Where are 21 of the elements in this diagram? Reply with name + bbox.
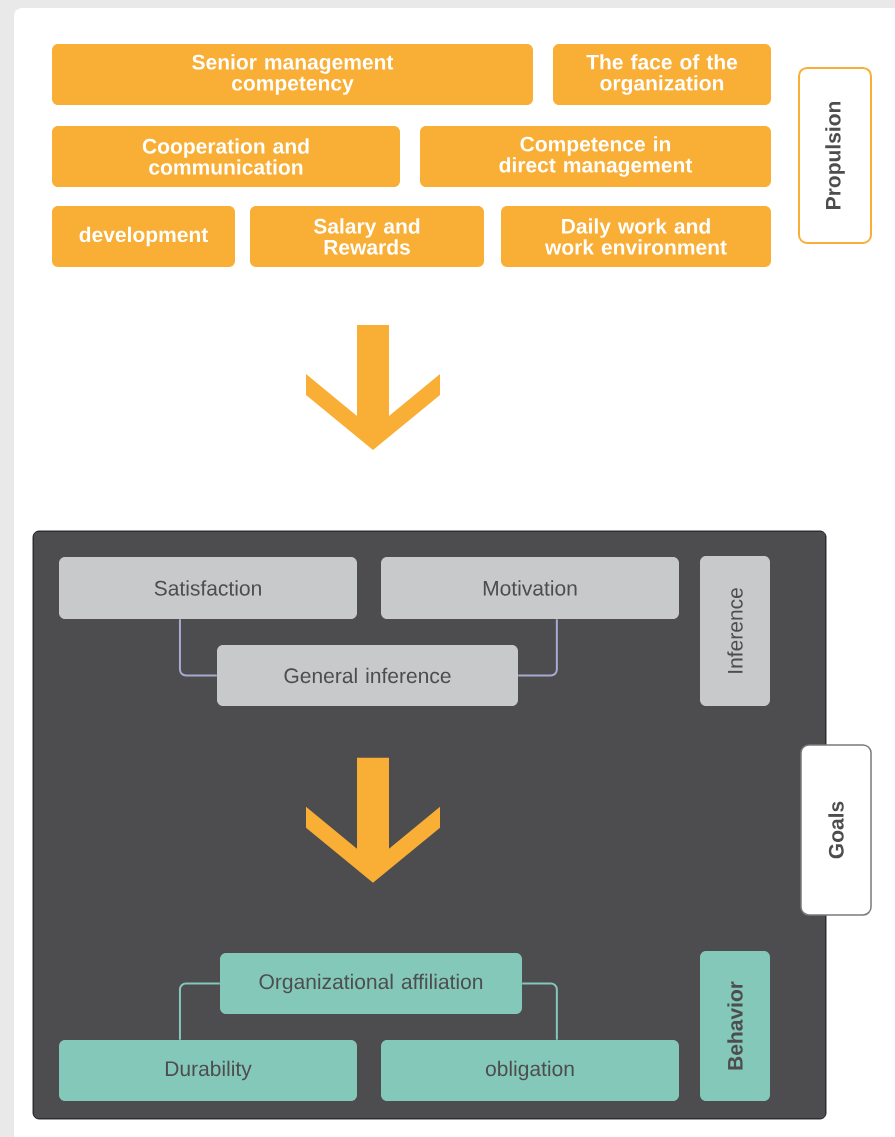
connector-line <box>178 982 221 1041</box>
category-label-box: Goals <box>800 744 872 916</box>
connector-line <box>517 618 558 677</box>
factor-box: development <box>52 206 235 267</box>
connector-line <box>178 618 218 677</box>
process-box: obligation <box>381 1040 679 1101</box>
factor-box: The face of the organization <box>553 44 771 105</box>
process-box: Durability <box>59 1040 357 1101</box>
category-label-box: Propulsion <box>798 67 872 244</box>
process-box: Organizational affiliation <box>220 953 522 1014</box>
process-box: Satisfaction <box>59 557 357 619</box>
factor-box: Competence in direct management <box>420 126 771 187</box>
category-label-box: Inference <box>700 556 770 706</box>
process-box: Motivation <box>381 557 679 619</box>
factor-box: Senior management competency <box>52 44 533 105</box>
process-box: General inference <box>217 645 518 706</box>
category-label-box: Behavior <box>700 951 770 1101</box>
factor-box: Daily work and work environment <box>501 206 771 267</box>
connector-line <box>521 982 558 1041</box>
factor-box: Salary and Rewards <box>250 206 484 267</box>
factor-box: Cooperation and communication <box>52 126 400 187</box>
